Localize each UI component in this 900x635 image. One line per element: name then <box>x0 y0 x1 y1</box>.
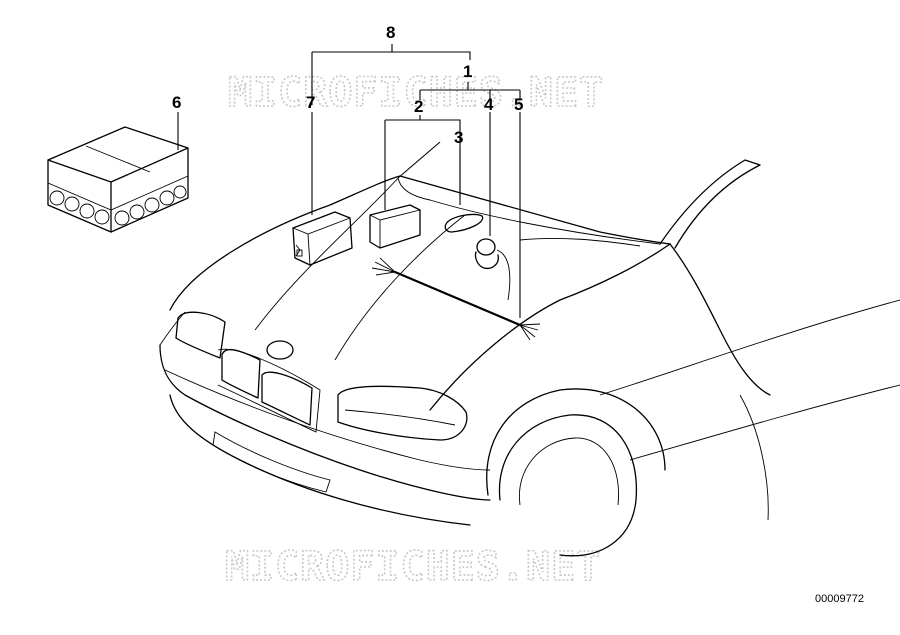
bumper-lower <box>169 394 471 526</box>
leader-lines <box>177 44 521 318</box>
car-illustration <box>159 159 900 557</box>
door-line <box>739 394 769 521</box>
tire-inner <box>518 437 620 506</box>
fender-front-edge <box>429 243 671 411</box>
callout-8: 8 <box>386 23 395 42</box>
tire-outer <box>498 414 638 557</box>
hood-center-line <box>254 175 401 331</box>
front-fender <box>669 243 771 396</box>
watermark-top: MICROFICHES.NET <box>228 70 604 116</box>
wheel-arch <box>486 388 666 496</box>
windshield-lower <box>429 199 661 245</box>
callout-5: 5 <box>514 95 523 114</box>
callout-4: 4 <box>484 95 494 114</box>
grille-right <box>261 371 313 426</box>
bmw-emblem <box>266 340 294 360</box>
side-line <box>599 299 900 396</box>
hood-outline <box>169 175 671 311</box>
hood-crease <box>397 177 431 201</box>
rocker-line <box>629 384 900 461</box>
a-pillar <box>659 159 761 249</box>
headlight-right <box>337 385 468 441</box>
part-3-lens <box>444 213 484 233</box>
bumper-curve <box>159 311 186 346</box>
part-4-socket <box>474 238 511 301</box>
part-5-wiring-harness <box>371 257 541 341</box>
bumper-strip <box>164 369 491 471</box>
lower-intake <box>212 431 331 493</box>
callout-1: 1 <box>463 62 472 81</box>
callout-3: 3 <box>454 128 463 147</box>
part-7-control-module <box>292 211 353 266</box>
watermark-bottom: MICROFICHES.NET <box>225 544 601 590</box>
headlight-right-inner <box>344 409 456 426</box>
callout-7: 7 <box>306 93 315 112</box>
callout-2: 2 <box>414 97 423 116</box>
headlight-left <box>175 311 226 359</box>
front-bumper <box>159 344 491 501</box>
hood-right-line <box>334 214 466 361</box>
part-2-relay <box>369 204 421 249</box>
callout-6: 6 <box>172 93 181 112</box>
diagram-reference-number: 00009772 <box>815 593 864 605</box>
cowl-line <box>519 237 641 247</box>
part-6-bulb-kit <box>47 126 189 233</box>
grille-surround <box>217 348 321 433</box>
